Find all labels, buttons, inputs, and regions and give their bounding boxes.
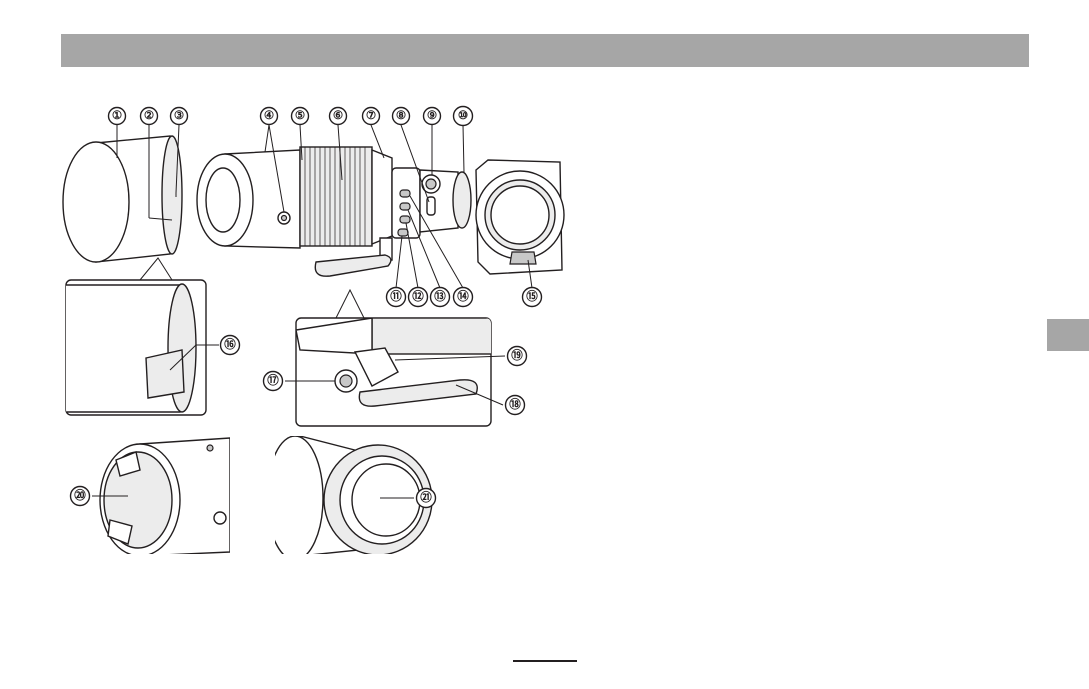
lens-body <box>197 147 471 276</box>
svg-text:⑪: ⑪ <box>390 289 402 303</box>
callout-17: ⑰ <box>264 372 283 391</box>
svg-text:㉑: ㉑ <box>420 490 432 504</box>
callout-5: ⑤ <box>292 108 309 125</box>
svg-text:①: ① <box>112 109 123 122</box>
front-lens-cap-view <box>100 438 230 556</box>
callout-1: ① <box>109 108 126 125</box>
svg-text:②: ② <box>144 109 155 122</box>
svg-text:⑥: ⑥ <box>333 109 344 122</box>
callout-16: ⑯ <box>221 336 240 355</box>
lens-hood <box>63 136 182 262</box>
callout-4: ④ <box>261 108 278 125</box>
svg-text:⑯: ⑯ <box>224 337 236 351</box>
callout-21: ㉑ <box>417 489 436 508</box>
callout-6: ⑥ <box>330 108 347 125</box>
svg-text:⑬: ⑬ <box>434 289 446 303</box>
hood-window-inset <box>60 258 206 415</box>
callout-2: ② <box>141 108 158 125</box>
callout-14: ⑭ <box>454 288 473 307</box>
callout-7: ⑦ <box>363 108 380 125</box>
svg-text:⑨: ⑨ <box>427 109 438 122</box>
svg-text:⑱: ⑱ <box>509 397 521 411</box>
svg-text:⑳: ⑳ <box>74 488 86 502</box>
callout-10: ⑩ <box>454 107 473 126</box>
callout-20: ⑳ <box>71 487 90 506</box>
callout-8: ⑧ <box>393 108 410 125</box>
svg-text:⑤: ⑤ <box>295 109 306 122</box>
svg-text:⑭: ⑭ <box>457 289 469 303</box>
callout-19: ⑲ <box>508 347 527 366</box>
callout-3: ③ <box>171 108 188 125</box>
svg-text:⑦: ⑦ <box>366 109 377 122</box>
lens-mount-view <box>476 160 564 274</box>
callout-18: ⑱ <box>506 396 525 415</box>
svg-text:⑰: ⑰ <box>267 373 279 387</box>
callout-15: ⑮ <box>523 288 542 307</box>
callout-11: ⑪ <box>387 288 406 307</box>
svg-text:④: ④ <box>264 109 275 122</box>
svg-text:⑫: ⑫ <box>412 289 424 303</box>
svg-text:⑧: ⑧ <box>396 109 407 122</box>
svg-text:③: ③ <box>174 109 185 122</box>
svg-text:⑲: ⑲ <box>511 348 523 362</box>
svg-text:⑩: ⑩ <box>458 109 469 122</box>
callout-9: ⑨ <box>424 108 441 125</box>
callout-12: ⑫ <box>409 288 428 307</box>
svg-text:⑮: ⑮ <box>526 289 538 303</box>
callout-13: ⑬ <box>431 288 450 307</box>
